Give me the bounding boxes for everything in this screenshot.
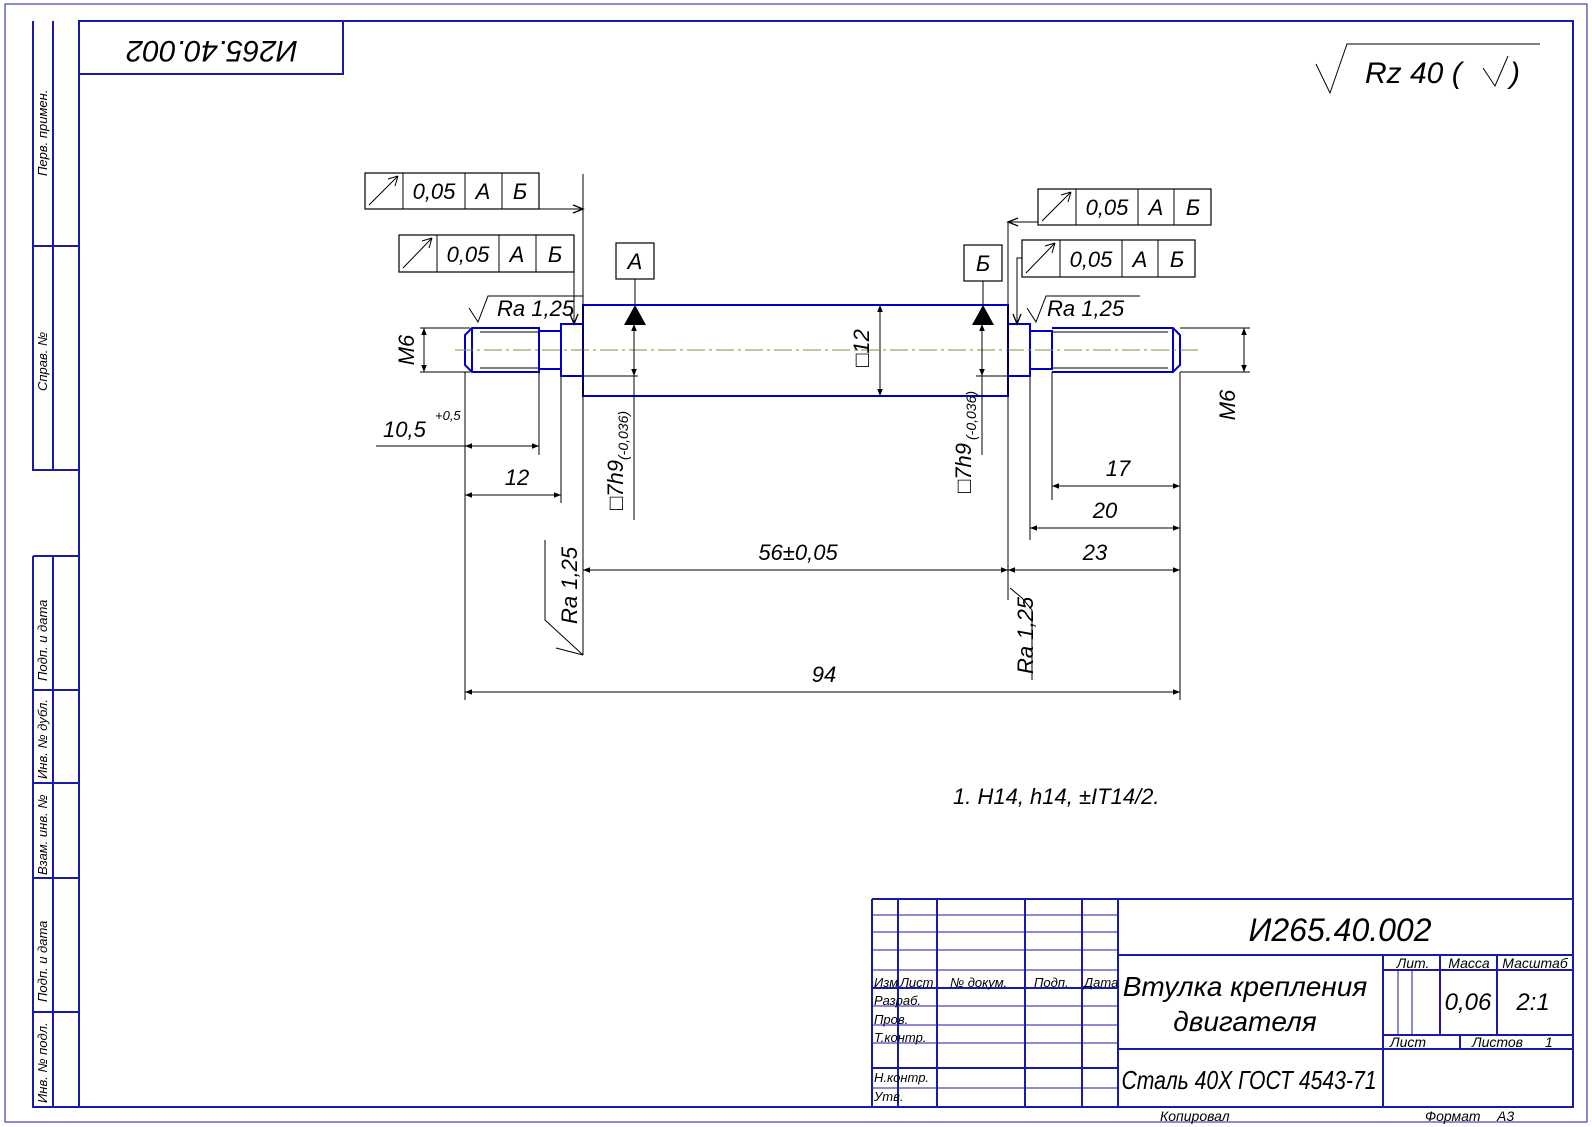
tb-no-dokum: № докум. <box>950 975 1007 990</box>
dim-square-left-tol: (-0,036) <box>615 411 631 460</box>
datum-a: А <box>615 242 655 325</box>
tb-listov-label: Листов <box>1471 1034 1523 1050</box>
side-stamp: Перв. примен. Справ. № Подп. и дата Инв.… <box>32 21 79 1108</box>
tb-n-kontr: Н.контр. <box>874 1070 929 1085</box>
roughness-right-vertical: Ra 1,25 <box>1013 596 1038 674</box>
bottom-captions: Копировал Формат А3 <box>1160 1108 1514 1124</box>
technical-requirement: 1. H14, h14, ±IT14/2. <box>953 784 1160 809</box>
caption-format-value: А3 <box>1496 1108 1514 1124</box>
roughness-symbols <box>468 295 1140 680</box>
dim-left-end: 12 <box>505 465 529 490</box>
drawing-border <box>78 20 1574 1108</box>
general-roughness-text: Rz 40 ( <box>1365 57 1465 90</box>
tolerance-frame-4-value: 0,05 <box>1070 247 1114 272</box>
tolerance-frame-3-value: 0,05 <box>1086 195 1130 220</box>
tolerance-frame-3: 0,05 А Б <box>1006 188 1212 227</box>
dim-right-20: 20 <box>1092 498 1118 523</box>
tolerance-frame-1-value: 0,05 <box>413 179 457 204</box>
dimension-texts: M6 M6 □12 □7h9 (-0,036) □7h9 (-0,036) 10… <box>383 329 1240 687</box>
tolerance-frame-3-datum2: Б <box>1186 195 1200 220</box>
stamp-vzam-inv-no: Взам. инв. № <box>35 795 50 875</box>
tolerance-frame-2-value: 0,05 <box>447 242 491 267</box>
dim-right-17: 17 <box>1106 456 1131 481</box>
datum-b: Б <box>963 244 1003 325</box>
dim-center-span: 56±0,05 <box>758 540 838 565</box>
caption-format: Формат <box>1425 1108 1481 1124</box>
datum-a-label: А <box>626 249 643 274</box>
tb-t-kontr: Т.контр. <box>874 1030 926 1045</box>
general-roughness: Rz 40 ( ) <box>1315 43 1540 95</box>
title-part-name-1: Втулка крепления <box>1123 971 1368 1002</box>
roughness-left-top: Ra 1,25 <box>497 296 575 321</box>
tb-lit: Лит. <box>1396 955 1430 971</box>
rotated-designation: И265.40.002 <box>126 34 298 67</box>
tb-utv: Утв. <box>873 1089 904 1104</box>
tolerance-frame-3-datum1: А <box>1147 195 1164 220</box>
tolerance-frame-1-datum2: Б <box>513 179 527 204</box>
tb-prov: Пров. <box>874 1012 908 1027</box>
dim-square-right: □7h9 <box>951 443 976 493</box>
dim-thread-left: M6 <box>394 334 419 365</box>
tb-massa-value: 0,06 <box>1445 989 1492 1016</box>
tb-izm: Изм <box>874 975 898 990</box>
tb-list: Лист <box>899 975 934 990</box>
rotated-designation-box: И265.40.002 <box>79 21 344 75</box>
roughness-texts: Ra 1,25 Ra 1,25 Ra 1,25 Ra 1,25 <box>497 296 1125 674</box>
dim-square-right-tol: (-0,036) <box>963 391 979 440</box>
dim-thread-length-left: 10,5 <box>383 417 427 442</box>
tb-data: Дата <box>1082 975 1118 990</box>
dimensions <box>376 174 1250 700</box>
tb-masshtab-value: 2:1 <box>1515 989 1549 1016</box>
tolerance-frame-2: 0,05 А Б <box>398 234 579 326</box>
tolerance-frame-1: 0,05 А Б <box>364 172 585 214</box>
dim-right-23: 23 <box>1082 540 1108 565</box>
dim-square-left: □7h9 <box>603 460 628 510</box>
roughness-left-vertical: Ra 1,25 <box>557 546 582 624</box>
tb-massa: Масса <box>1448 955 1490 971</box>
stamp-podp-data-top: Подп. и дата <box>35 600 50 681</box>
tolerance-frame-2-datum2: Б <box>548 242 562 267</box>
tolerance-frame-1-datum1: А <box>474 179 491 204</box>
tb-listov-value: 1 <box>1545 1034 1553 1050</box>
dim-thread-length-left-tol: +0,5 <box>435 408 461 423</box>
dim-overall: 94 <box>812 662 836 687</box>
dim-thread-right: M6 <box>1215 389 1240 420</box>
tb-masshtab: Масштаб <box>1502 955 1569 971</box>
title-designation: И265.40.002 <box>1248 912 1431 948</box>
stamp-podp-data-bottom: Подп. и дата <box>35 921 50 1002</box>
tolerance-frame-4-datum2: Б <box>1170 247 1184 272</box>
stamp-inv-no-dubl: Инв. № дубл. <box>35 699 50 779</box>
stamp-inv-no-podl: Инв. № подл. <box>35 1022 50 1103</box>
roughness-right-top: Ra 1,25 <box>1047 296 1125 321</box>
title-block: И265.40.002 Втулка крепления двигателя С… <box>871 898 1573 1107</box>
stamp-perv-primen: Перв. примен. <box>35 90 50 176</box>
caption-kopiroval: Копировал <box>1160 1108 1230 1124</box>
stamp-sprav-no: Справ. № <box>35 332 50 391</box>
tb-list-label: Лист <box>1389 1034 1426 1050</box>
dim-square-12: □12 <box>849 329 874 367</box>
tolerance-frame-4-datum1: А <box>1131 247 1148 272</box>
tb-razrab: Разраб. <box>874 993 921 1008</box>
tb-podp: Подп. <box>1034 975 1069 990</box>
datum-b-label: Б <box>976 251 990 276</box>
general-roughness-close: ) <box>1507 57 1520 90</box>
tolerance-frame-4: 0,05 А Б <box>1012 239 1196 326</box>
title-material: Сталь 40Х ГОСТ 4543-71 <box>1122 1065 1377 1095</box>
outer-trim-frame <box>4 3 1588 1123</box>
title-part-name-2: двигателя <box>1173 1006 1316 1037</box>
tolerance-frame-2-datum1: А <box>508 242 525 267</box>
